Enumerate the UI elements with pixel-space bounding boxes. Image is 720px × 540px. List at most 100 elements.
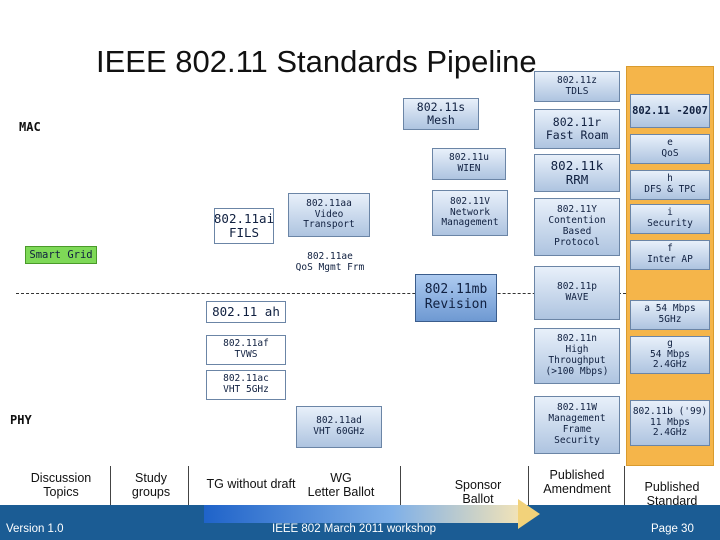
box-802-11-2007[interactable]: 802.11 -2007 [630, 94, 710, 128]
box-802-11k[interactable]: 802.11k RRM [534, 154, 620, 192]
name-dfs-tpc: DFS & TPC [644, 184, 696, 195]
box-802-11r[interactable]: 802.11r Fast Roam [534, 109, 620, 149]
name-management: Management [441, 217, 499, 229]
stage-line: groups [131, 485, 171, 500]
stage-divider [624, 466, 625, 506]
box-published-b[interactable]: 802.11b ('99) 11 Mbps 2.4GHz [630, 400, 710, 446]
name-contention: Contention [548, 215, 606, 227]
box-802-11z[interactable]: 802.11z TDLS [534, 71, 620, 102]
code-802-11ad: 802.11ad [316, 415, 362, 427]
name-vht-60ghz: VHT 60GHz [313, 426, 365, 437]
name-based: Based [562, 226, 592, 237]
b-line-2: 11 Mbps [649, 416, 691, 428]
smart-grid-box[interactable]: Smart Grid [25, 246, 97, 264]
name-wien: WIEN [457, 163, 481, 174]
code-802-11af: 802.11af [223, 338, 269, 350]
box-802-11ai[interactable]: 802.11ai FILS [214, 208, 274, 244]
stage-published-amendment: Published Amendment [532, 468, 622, 497]
name-mesh: Mesh [427, 113, 455, 127]
box-802-11p[interactable]: 802.11p WAVE [534, 266, 620, 320]
code-802-11p: 802.11p [556, 281, 598, 293]
name-frame: Frame [562, 424, 592, 435]
box-published-g[interactable]: g 54 Mbps 2.4GHz [630, 336, 710, 374]
code-802-11z: 802.11z [556, 74, 598, 86]
box-802-11v[interactable]: 802.11V Network Management [432, 190, 508, 236]
stage-line: Topics [43, 485, 79, 500]
name-fast-roam: Fast Roam [545, 128, 609, 142]
name-revision: Revision [424, 297, 488, 312]
mac-phy-divider [16, 293, 626, 294]
b-line-1: 802.11b ('99) [632, 405, 708, 417]
box-802-11ac[interactable]: 802.11ac VHT 5GHz [206, 370, 286, 400]
page-title: IEEE 802.11 Standards Pipeline [96, 44, 537, 79]
code-802-11s: 802.11s [416, 99, 466, 114]
code-802-11k: 802.11k [550, 157, 604, 173]
stage-tg-without-draft: TG without draft [206, 477, 296, 491]
b-line-3: 2.4GHz [652, 427, 688, 439]
code-802-11ah: 802.11 ah [212, 303, 280, 319]
box-published-i[interactable]: i Security [630, 204, 710, 234]
progress-arrow-head [518, 499, 540, 529]
box-published-f[interactable]: f Inter AP [630, 240, 710, 270]
box-802-11ad[interactable]: 802.11ad VHT 60GHz [296, 406, 382, 448]
code-e: e [667, 137, 673, 149]
box-802-11n[interactable]: 802.11n High Throughput (>100 Mbps) [534, 328, 620, 384]
code-802-11ai: 802.11ai [213, 210, 275, 226]
box-802-11mb[interactable]: 802.11mb Revision [415, 274, 497, 322]
code-802-11ac: 802.11ac [223, 373, 269, 385]
code-802-11n: 802.11n [556, 333, 598, 345]
box-802-11y[interactable]: 802.11Y Contention Based Protocol [534, 198, 620, 256]
box-802-11w[interactable]: 802.11W Management Frame Security [534, 396, 620, 454]
mac-label: MAC [19, 120, 41, 134]
name-over-100-mbps: (>100 Mbps) [545, 365, 609, 377]
name-network: Network [449, 206, 491, 218]
name-qos-mgmt-frm: QoS Mgmt Frm [295, 262, 365, 273]
name-throughput: Throughput [548, 355, 606, 366]
box-802-11ae[interactable]: 802.11ae QoS Mgmt Frm [288, 248, 372, 278]
footer-page-number: Page 30 [651, 523, 694, 535]
box-802-11aa[interactable]: 802.11aa Video Transport [288, 193, 370, 237]
stage-line: Sponsor [454, 478, 502, 492]
name-video-transport: Video Transport [303, 208, 355, 231]
box-published-e[interactable]: e QoS [630, 134, 710, 164]
stage-line: Published [549, 468, 605, 482]
code-802-11mb: 802.11mb [424, 282, 488, 298]
name-tvws: TVWS [234, 349, 258, 360]
footer-version: Version 1.0 [6, 523, 64, 535]
name-qos-e: QoS [661, 148, 679, 159]
name-rrm: RRM [565, 172, 589, 187]
box-published-h[interactable]: h DFS & TPC [630, 170, 710, 200]
code-f: f [667, 243, 673, 255]
code-802-11ae: 802.11ae [307, 251, 353, 263]
name-inter-ap: Inter AP [647, 254, 693, 265]
code-802-11u: 802.11u [448, 152, 490, 164]
code-802-11aa: 802.11aa [306, 197, 352, 209]
code-i: i [667, 207, 673, 219]
stage-line: Ballot [462, 492, 494, 507]
stage-line: Study [135, 471, 167, 485]
stage-divider [110, 466, 111, 506]
a-line-1: a 54 Mbps [644, 303, 696, 315]
code-802-11v: 802.11V [449, 195, 491, 207]
name-security-i: Security [647, 218, 693, 229]
box-published-a[interactable]: a 54 Mbps 5GHz [630, 300, 710, 330]
box-802-11af[interactable]: 802.11af TVWS [206, 335, 286, 365]
stage-study-groups: Study groups [116, 471, 186, 500]
footer-event: IEEE 802 March 2011 workshop [272, 523, 437, 535]
box-802-11u[interactable]: 802.11u WIEN [432, 148, 506, 180]
stage-line: WG [330, 471, 352, 485]
published-header: 802.11 -2007 [632, 104, 708, 117]
code-802-11y: 802.11Y [556, 204, 598, 216]
stage-line: Standard [646, 494, 698, 509]
box-802-11s[interactable]: 802.11s Mesh [403, 98, 479, 130]
progress-arrow [204, 505, 518, 523]
box-802-11ah[interactable]: 802.11 ah [206, 301, 286, 323]
stage-wg-letter-ballot: WG Letter Ballot [298, 471, 384, 500]
name-tdls: TDLS [565, 85, 589, 97]
name-security-w: Security [554, 434, 600, 446]
stage-line: Letter Ballot [307, 485, 375, 500]
code-802-11w: 802.11W [556, 402, 598, 414]
name-high: High [565, 344, 589, 356]
stage-sponsor-ballot: Sponsor Ballot [440, 478, 516, 507]
g-line-1: 54 Mbps [649, 348, 691, 360]
